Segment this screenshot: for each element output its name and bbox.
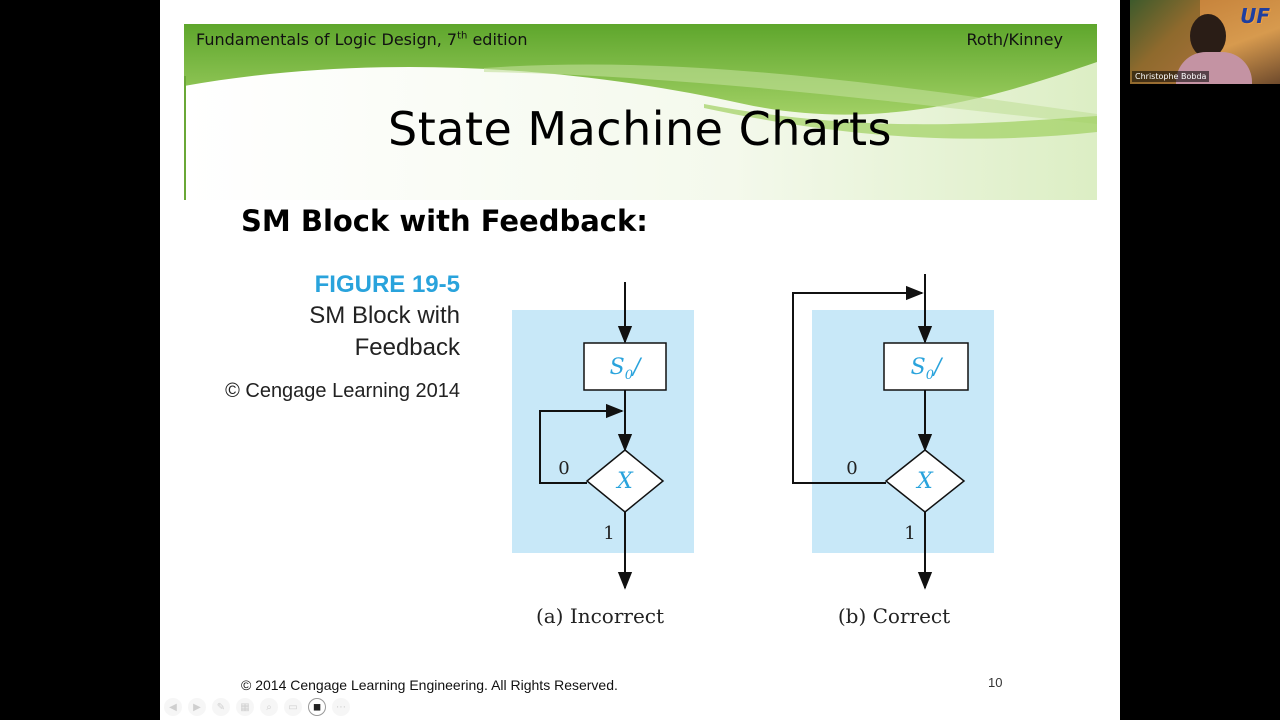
camera-icon[interactable]: ◼ [308,698,326,716]
slideshow-toolbar: ◀ ▶ ✎ ▦ ⌕ ▭ ◼ ⋯ [164,698,350,716]
page-number: 10 [988,675,1003,690]
decision-label: X [615,469,634,494]
previous-slide-icon[interactable]: ◀ [164,698,182,716]
figure-description: SM Block with Feedback [309,302,460,361]
state-label: S0/ [911,355,944,383]
diagram-caption: (b) Correct [838,604,950,628]
figure-number: FIGURE 19-5 [314,271,460,298]
more-options-icon[interactable]: ⋯ [332,698,350,716]
header-banner: Fundamentals of Logic Design, 7th editio… [184,24,1097,200]
state-label: S0/ [610,355,643,383]
participant-head [1190,14,1226,58]
state-box [883,342,969,391]
book-title: Fundamentals of Logic Design, 7th editio… [196,30,528,49]
subtitles-icon[interactable]: ▭ [284,698,302,716]
branch-zero-label: 0 [846,458,857,479]
uf-logo: UF [1240,4,1270,28]
authors: Roth/Kinney [966,30,1063,49]
decision-label: X [915,469,934,494]
figure-copyright: © Cengage Learning 2014 [225,380,460,402]
zoom-icon[interactable]: ⌕ [260,698,278,716]
slide-title: State Machine Charts [388,102,892,156]
sm-block-diagram: S0/ X 0 1 (a) Incorrect S0/ X 0 1 (b) Co… [512,274,994,628]
diagram-incorrect: S0/ X 0 1 (a) Incorrect [512,282,694,628]
diagram-caption: (a) Incorrect [536,604,664,628]
pen-icon[interactable]: ✎ [212,698,230,716]
branch-one-label: 1 [904,523,915,544]
slide: Fundamentals of Logic Design, 7th editio… [160,0,1120,720]
section-heading: SM Block with Feedback: [241,204,648,238]
participant-name: Christophe Bobda [1132,71,1210,82]
next-slide-icon[interactable]: ▶ [188,698,206,716]
state-box [583,342,667,391]
banner-wave [184,24,1097,200]
participant-video[interactable]: UF Christophe Bobda [1130,0,1280,84]
diagram-correct: S0/ X 0 1 (b) Correct [792,274,994,628]
footer-copyright: © 2014 Cengage Learning Engineering. All… [241,677,618,693]
slides-grid-icon[interactable]: ▦ [236,698,254,716]
branch-zero-label: 0 [558,458,569,479]
figure-caption: FIGURE 19-5 SM Block with Feedback © Cen… [225,270,460,403]
branch-one-label: 1 [603,523,614,544]
